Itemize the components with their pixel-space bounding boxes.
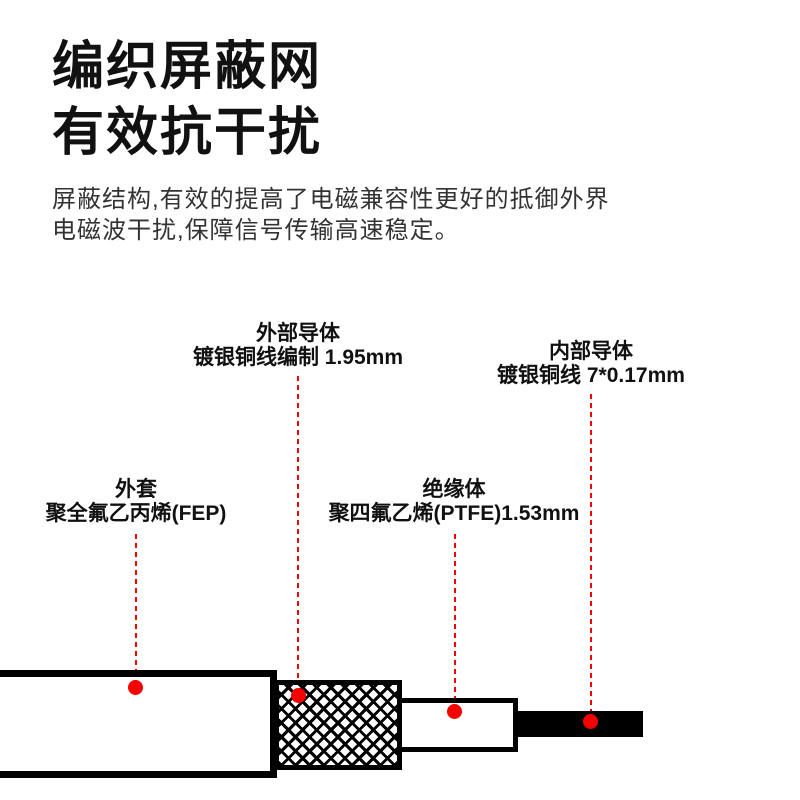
marker-dot-inner-conductor bbox=[583, 714, 598, 729]
leader-line-insulation bbox=[454, 534, 456, 705]
callout-outer-conductor-title: 外部导体 bbox=[256, 322, 340, 345]
description-line-2: 电磁波干扰,保障信号传输高速稳定。 bbox=[52, 217, 460, 244]
marker-dot-jacket bbox=[128, 680, 143, 695]
callout-inner-conductor-title: 内部导体 bbox=[549, 340, 633, 363]
cable-inner-conductor-section bbox=[513, 711, 643, 737]
callout-inner-conductor-detail: 镀银铜线 7*0.17mm bbox=[497, 364, 685, 387]
callout-jacket-title: 外套 bbox=[114, 478, 157, 501]
page-title: 编织屏蔽网 有效抗干扰 bbox=[52, 34, 322, 166]
callout-insulation-title: 绝缘体 bbox=[422, 478, 486, 501]
callout-outer-conductor: 外部导体 镀银铜线编制 1.95mm bbox=[193, 322, 403, 370]
callout-outer-conductor-detail: 镀银铜线编制 1.95mm bbox=[192, 346, 404, 369]
callout-insulation-detail: 聚四氟乙烯(PTFE)1.53mm bbox=[328, 502, 580, 525]
marker-dot-insulation bbox=[447, 704, 462, 719]
marker-dot-outer-conductor bbox=[291, 688, 306, 703]
callout-insulation: 绝缘体 聚四氟乙烯(PTFE)1.53mm bbox=[329, 478, 580, 526]
description-text: 屏蔽结构,有效的提高了电磁兼容性更好的抵御外界 电磁波干扰,保障信号传输高速稳定… bbox=[52, 184, 610, 246]
callout-jacket: 外套 聚全氟乙丙烯(FEP) bbox=[46, 478, 227, 526]
page-title-line-1: 编织屏蔽网 bbox=[52, 38, 323, 96]
callout-inner-conductor: 内部导体 镀银铜线 7*0.17mm bbox=[497, 340, 685, 388]
description-line-1: 屏蔽结构,有效的提高了电磁兼容性更好的抵御外界 bbox=[52, 186, 610, 213]
page-title-line-2: 有效抗干扰 bbox=[52, 104, 323, 162]
leader-line-inner-conductor bbox=[590, 394, 592, 715]
callout-jacket-detail: 聚全氟乙丙烯(FEP) bbox=[45, 502, 227, 525]
leader-line-outer-conductor bbox=[297, 376, 299, 688]
leader-line-jacket bbox=[135, 534, 137, 680]
